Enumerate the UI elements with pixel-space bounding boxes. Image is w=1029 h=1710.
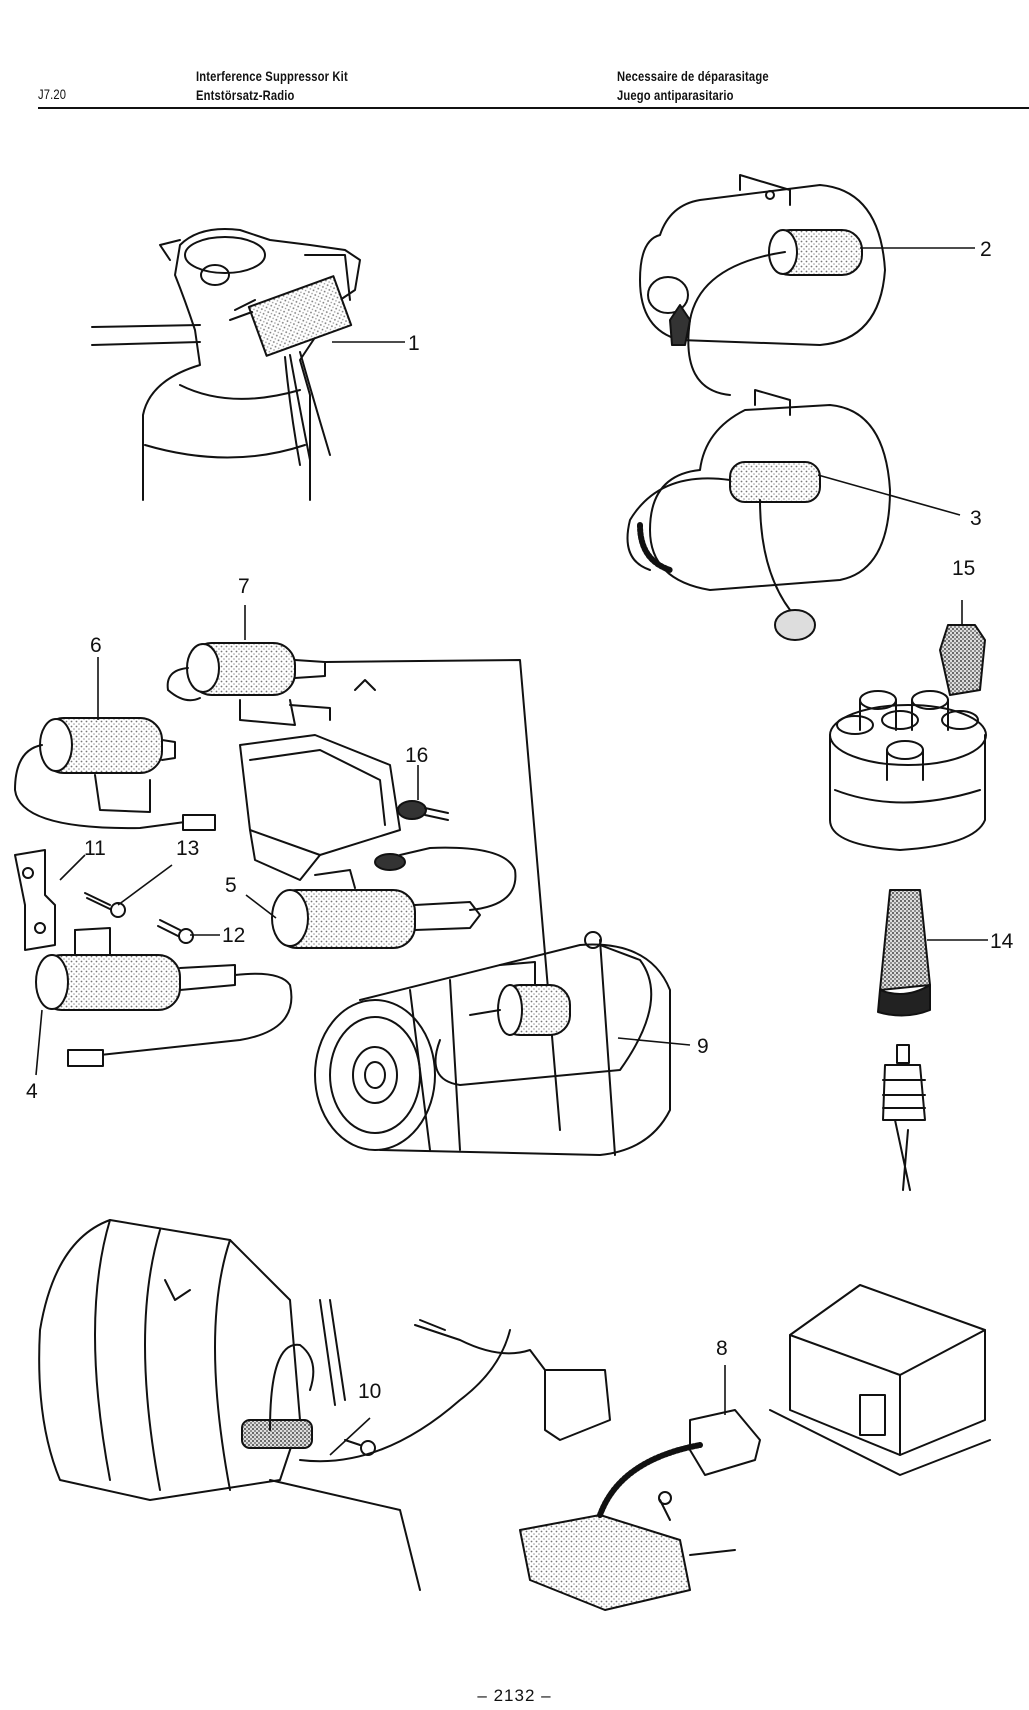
- capacitor-4: [35, 927, 293, 1067]
- generator: [314, 931, 671, 1156]
- distributor-cap: [829, 624, 987, 851]
- alternator: [38, 1219, 511, 1591]
- callout-2: 2: [980, 238, 992, 261]
- regulator-box-large: [769, 1284, 991, 1476]
- capacitor-6: [14, 717, 216, 831]
- leader-lines: [35, 247, 988, 1456]
- callout-6: 6: [90, 634, 102, 657]
- header-rule: [38, 107, 1029, 109]
- callout-5: 5: [225, 874, 237, 897]
- ignition-coil-3: [626, 389, 891, 641]
- callout-12: 12: [222, 924, 245, 947]
- callout-13: 13: [176, 837, 199, 860]
- ignition-coil-2: [639, 174, 886, 396]
- title-french: Necessaire de déparasitage: [617, 68, 769, 84]
- screw-12: [157, 919, 194, 944]
- spark-plug-connector: [877, 889, 931, 1191]
- callout-16: 16: [405, 744, 428, 767]
- capacitor-7: [166, 642, 561, 1131]
- title-spanish: Juego antiparasitario: [617, 87, 734, 103]
- regulator-8: [414, 1319, 761, 1611]
- bolt-16: [397, 800, 449, 821]
- callout-15: 15: [952, 557, 975, 580]
- callout-4: 4: [26, 1080, 38, 1103]
- callout-3: 3: [970, 507, 982, 530]
- page-number: – 2132 –: [477, 1686, 552, 1705]
- callout-8: 8: [716, 1337, 728, 1360]
- callout-9: 9: [697, 1035, 709, 1058]
- callout-10: 10: [358, 1380, 381, 1403]
- voltage-regulator-box: [239, 734, 401, 881]
- callout-7: 7: [238, 575, 250, 598]
- distributor-illustration: [91, 228, 361, 501]
- bracket-11: [14, 849, 56, 951]
- callout-1: 1: [408, 332, 420, 355]
- capacitor-5: [271, 846, 517, 949]
- callout-labels: 1 2 3 4 5 6 7 8 9 10 11 12 13 14 15 16: [26, 238, 1014, 1403]
- screw-13: [84, 892, 126, 918]
- callout-11: 11: [84, 837, 106, 860]
- section-code: J7.20: [38, 86, 67, 102]
- title-english: Interference Suppressor Kit: [196, 68, 348, 84]
- title-german: Entstörsatz-Radio: [196, 87, 295, 103]
- callout-14: 14: [990, 930, 1014, 953]
